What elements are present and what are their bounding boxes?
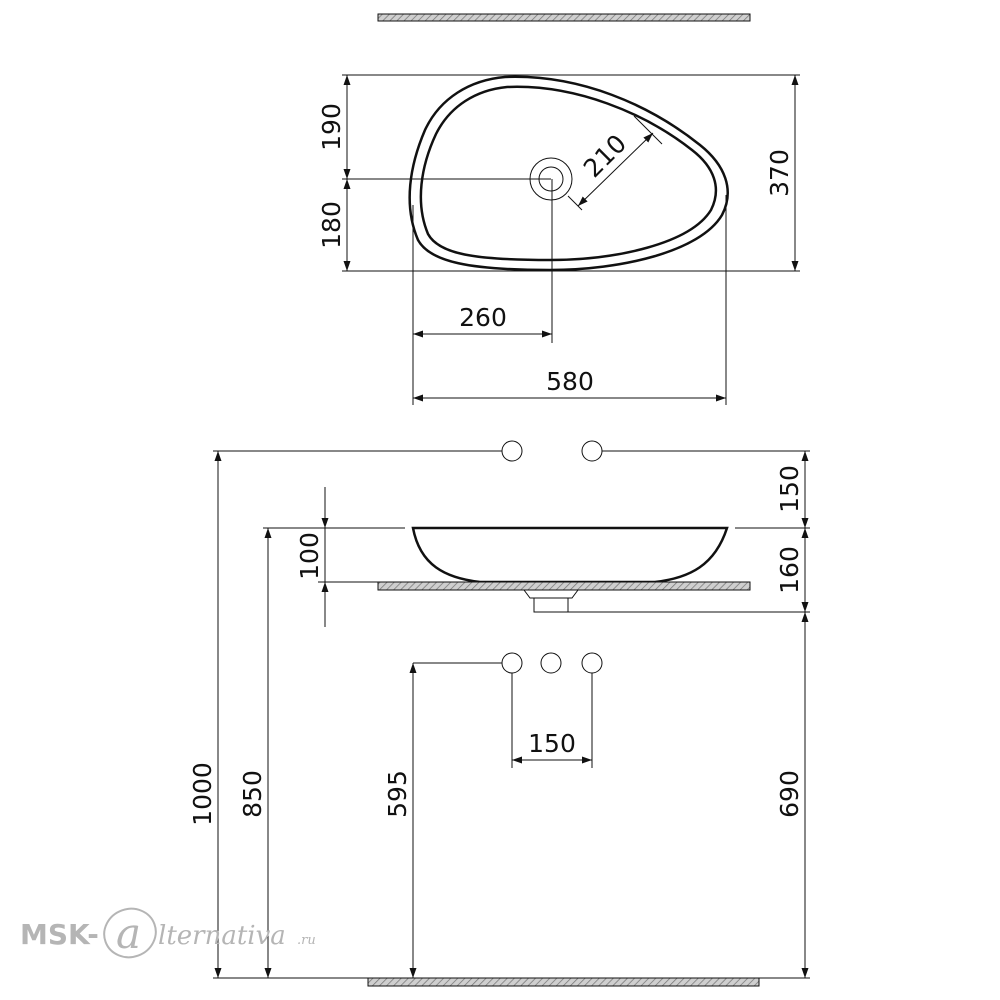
watermark-domain: .ru bbox=[297, 933, 316, 948]
watermark-logo: MSK- a lternativa .ru bbox=[20, 907, 316, 959]
wall-tap-upper-left bbox=[501, 440, 523, 462]
dim-180: 180 bbox=[317, 201, 346, 249]
wall-tap-lower-left bbox=[501, 652, 523, 674]
counter-slab bbox=[377, 581, 751, 591]
dim-1000: 1000 bbox=[188, 762, 217, 826]
top-view: 190 180 370 210 260 580 bbox=[317, 13, 800, 405]
watermark-suffix: lternativa bbox=[158, 921, 286, 951]
dim-100: 100 bbox=[295, 532, 324, 580]
side-view: 150 160 100 150 1000 850 595 690 bbox=[188, 440, 810, 987]
watermark-prefix: MSK- bbox=[20, 918, 99, 951]
floor-slab bbox=[367, 977, 760, 987]
basin-side-profile bbox=[411, 526, 729, 584]
dim-370: 370 bbox=[765, 149, 794, 197]
dim-160: 160 bbox=[775, 546, 804, 594]
dim-150-spacing: 150 bbox=[528, 729, 576, 758]
basin-outer-outline bbox=[408, 75, 729, 272]
wall-tap-lower-right bbox=[581, 652, 603, 674]
basin-inner-outline bbox=[419, 85, 718, 262]
dim-190: 190 bbox=[317, 103, 346, 151]
dim-580: 580 bbox=[546, 367, 594, 396]
wall-tap-lower-center bbox=[540, 652, 562, 674]
dim-850: 850 bbox=[238, 770, 267, 818]
drain-fitting bbox=[523, 589, 579, 613]
watermark-logo-ring bbox=[103, 907, 157, 959]
dim-690: 690 bbox=[775, 770, 804, 818]
top-counter-slab bbox=[377, 13, 751, 22]
watermark-logo-letter: a bbox=[116, 909, 141, 958]
wall-tap-upper-right bbox=[581, 440, 603, 462]
dim-210: 210 bbox=[578, 129, 632, 183]
dim-260: 260 bbox=[459, 303, 507, 332]
dim-150-above: 150 bbox=[775, 465, 804, 513]
dim-595: 595 bbox=[383, 770, 412, 818]
